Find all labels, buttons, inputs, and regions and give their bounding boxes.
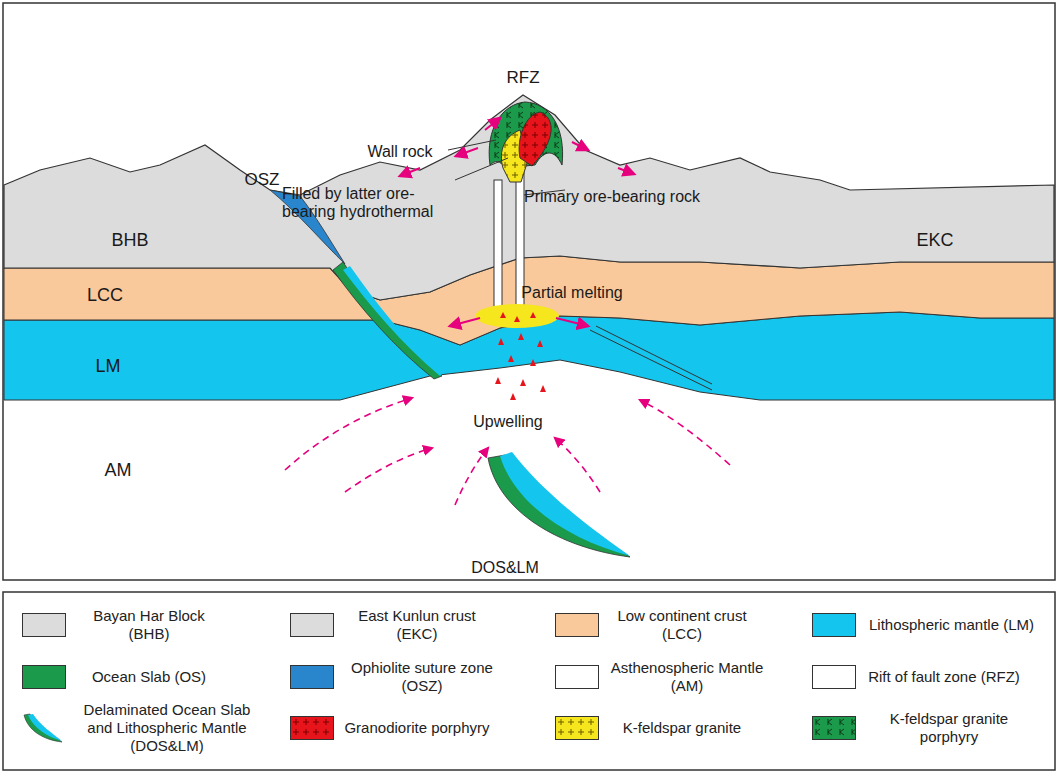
swatch-pattern [813,717,855,739]
legend-panel [3,592,1055,770]
legend-item: East Kunlun crust (EKC) [290,607,492,643]
legend-text: Lithospheric mantle (LM) [864,616,1039,634]
legend-item: K-feldspar granite [555,716,757,740]
region-label: LCC [87,285,123,306]
leader-line [448,140,565,195]
slab-mantle [343,266,442,376]
swatch-shape [22,713,64,743]
region-label: RFZ [506,68,539,88]
legend-swatch [812,613,856,637]
region-label: Wall rock [367,143,432,161]
legend-item: Lithospheric mantle (LM) [812,613,1039,637]
legend-text: Asthenospheric Mantle (AM) [607,659,767,695]
legend-text: Low continent crust (LCC) [607,607,757,643]
legend-item: Delaminated Ocean Slab and Lithospheric … [22,701,262,755]
legend-item: Granodiorite porphyry [290,716,492,740]
main-panel [3,3,1055,580]
legend-text: East Kunlun crust (EKC) [342,607,492,643]
legend-text: Granodiorite porphyry [342,719,492,737]
k-feldspar-granite-porphyry [489,102,562,168]
feeder-tube [494,180,502,318]
legend-swatch [290,613,334,637]
legend-text: Rift of fault zone (RFZ) [864,668,1024,686]
legend-swatch [555,665,599,689]
region-label: Upwelling [473,413,542,431]
legend-text: Ophiolite suture zone (OSZ) [342,659,502,695]
legend-text: Bayan Har Block (BHB) [74,607,224,643]
upper-crust [4,95,1054,300]
region-label: Filled by latter ore-bearing hydrotherma… [282,185,462,222]
melt-droplets [495,312,546,400]
legend-item: Low continent crust (LCC) [555,607,757,643]
legend-swatch [22,713,64,743]
granodiorite-porphyry [519,112,551,166]
legend-item: Ophiolite suture zone (OSZ) [290,659,502,695]
legend-text: Ocean Slab (OS) [74,668,224,686]
legend-text: K-feldspar granite [607,719,757,737]
granodiorite-pattern [519,112,551,166]
region-label: Primary ore-bearing rock [524,188,700,206]
legend-swatch [555,716,599,740]
region-label: BHB [111,230,148,251]
region-label: LM [95,356,120,377]
flow-arrows [400,118,634,326]
delaminated-mantle [500,452,630,556]
thrust-line [590,326,712,390]
legend-item: Asthenospheric Mantle (AM) [555,659,767,695]
ocean-slab [333,262,442,379]
legend-swatch [290,665,334,689]
region-label: OSZ [245,170,280,190]
region-label: AM [105,460,132,481]
lower-crust [4,256,1054,345]
swatch-pattern [556,717,598,739]
porphyry-pattern [489,102,562,168]
legend-item: Ocean Slab (OS) [22,665,224,689]
legend-item: Rift of fault zone (RFZ) [812,665,1024,689]
legend-swatch [22,613,66,637]
region-label: DOS&LM [471,559,539,577]
legend-swatch [812,665,856,689]
legend-swatch [290,716,334,740]
region-label: Partial melting [521,284,622,302]
legend-swatch [555,613,599,637]
legend-item: K-feldspar granite porphyry [812,710,1034,746]
legend-swatch [22,665,66,689]
legend-text: Delaminated Ocean Slab and Lithospheric … [72,701,262,755]
legend-text: K-feldspar granite porphyry [864,710,1034,746]
swatch-pattern [291,717,333,739]
legend-swatch [812,716,856,740]
melt-zone [475,304,559,328]
region-label: EKC [916,230,953,251]
legend-item: Bayan Har Block (BHB) [22,607,224,643]
